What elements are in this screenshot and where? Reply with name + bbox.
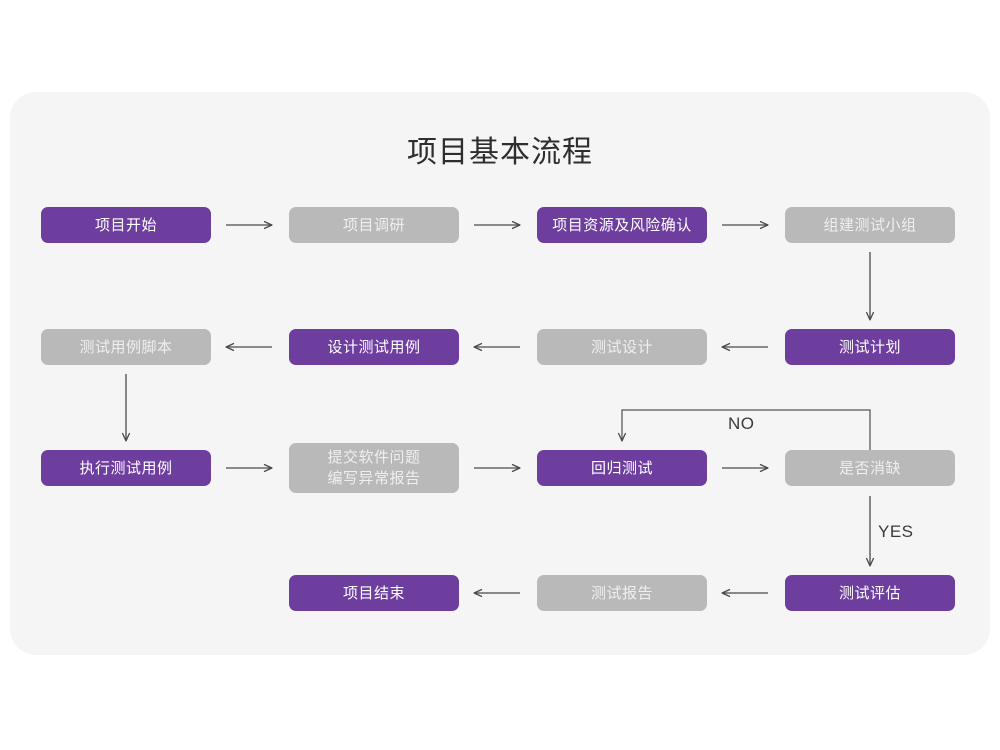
node-project-research[interactable]: 项目调研: [289, 207, 459, 243]
node-project-end[interactable]: 项目结束: [289, 575, 459, 611]
node-test-case-script[interactable]: 测试用例脚本: [41, 329, 211, 365]
flowchart-card: [10, 92, 990, 655]
node-defect-resolved-decision[interactable]: 是否消缺: [785, 450, 955, 486]
edge-label-yes: YES: [878, 522, 914, 541]
node-test-design[interactable]: 测试设计: [537, 329, 707, 365]
node-project-start[interactable]: 项目开始: [41, 207, 211, 243]
node-test-evaluation[interactable]: 测试评估: [785, 575, 955, 611]
page-title: 项目基本流程: [407, 136, 593, 169]
edge-label-no: NO: [728, 414, 755, 433]
node-test-report[interactable]: 测试报告: [537, 575, 707, 611]
node-regression-test[interactable]: 回归测试: [537, 450, 707, 486]
node-submit-defect-report[interactable]: 提交软件问题 编写异常报告: [289, 443, 459, 493]
node-form-test-team[interactable]: 组建测试小组: [785, 207, 955, 243]
node-resource-risk-confirm[interactable]: 项目资源及风险确认: [537, 207, 707, 243]
node-test-plan[interactable]: 测试计划: [785, 329, 955, 365]
node-execute-test-case[interactable]: 执行测试用例: [41, 450, 211, 486]
node-design-test-case[interactable]: 设计测试用例: [289, 329, 459, 365]
